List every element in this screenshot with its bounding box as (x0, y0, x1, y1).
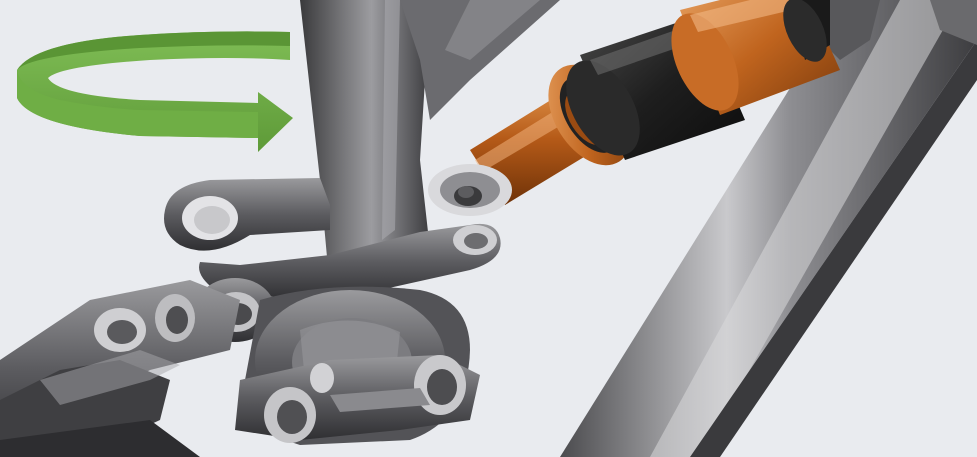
rotation-arrow-icon (17, 31, 293, 152)
seat-stay-tube (560, 0, 977, 457)
seat-tube (300, 0, 560, 290)
chainstay-lower-edge (0, 420, 200, 457)
lower-link (235, 355, 480, 443)
rear-shock (428, 0, 840, 216)
shock-eyelet (428, 164, 512, 216)
shock-body (671, 0, 840, 115)
